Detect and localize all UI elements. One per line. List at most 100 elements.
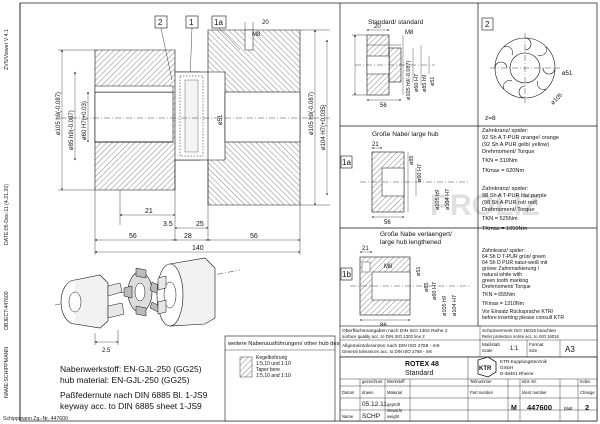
title-block: ROTEX 48 Standard KTR KTR-Kupplungstechn… <box>339 356 598 422</box>
notes-protection-de: Schutzvermerk ISO 16016 beachten <box>482 328 556 333</box>
notes-tolerance-de: Allgemeintoleranzen nach DIN ISO 2768 - … <box>342 343 441 349</box>
col-index: Index <box>580 379 591 384</box>
spider-d51: ø51 <box>562 71 573 77</box>
spider-note-3-line-5: green tooth marking <box>482 278 528 284</box>
notes-surface-en: surface quality acc. to DIN ISO 1302 lin… <box>342 334 425 339</box>
col-partnr: Teilnummer <box>470 379 492 384</box>
large-hub-ext-d104: ø104 H7 <box>452 295 458 316</box>
title-variant: Standard <box>405 370 434 377</box>
col-created-en: drawn <box>362 390 374 395</box>
notes-scale-label: Maßstab <box>482 342 500 347</box>
standard-hub-view: Standard/ standard 20 56 ø105 h9(-0.087)… <box>352 19 436 109</box>
other-hub-small-3: Taper bore <box>256 367 280 373</box>
large-hub-ext-d85: ø85 <box>424 283 430 292</box>
spider-note-2-line-1: 98 Sh A T-PUR lila/ purple <box>482 193 547 199</box>
other-hub-designs-box: weitere Nabenausführungen/ other hub des… <box>224 335 350 422</box>
large-hub-ext-d105: ø105 h9 <box>442 296 448 316</box>
ktr-logo-text: KTR <box>479 366 492 372</box>
notes-format-label: Format <box>529 342 544 347</box>
spider-note-2-line-5: TKmax = 1050Nm <box>482 226 528 232</box>
large-hub-d85: ø85 <box>409 156 415 165</box>
balloon-1-label: 1 <box>189 18 194 27</box>
material-line-4: keyway acc. to DIN 6885 sheet 1-JS9 <box>60 401 202 411</box>
notes-protection-en: Refer protection notice acc. to ISO 1601… <box>482 334 559 339</box>
main-dim-2-5: 25 <box>196 221 204 228</box>
spider-note-3-line-3: grüner Zahnmarkierung / <box>482 266 540 272</box>
col-material-en: Material <box>387 390 402 395</box>
spider-note-2-line-4: TKN = 525Nm <box>482 216 518 222</box>
main-dim-56b: 56 <box>250 233 258 240</box>
notes-scale-value: 1:1 <box>510 346 519 352</box>
notes-format-label-en: Size <box>529 348 538 353</box>
col-partnr-en: Part number <box>470 390 494 395</box>
sidebar-name: NAME:SCHIPPMANN <box>4 347 10 398</box>
other-hub-small-4: 1:5,10 and 1:10 <box>256 373 291 379</box>
large-hub-d104: ø104 H7 <box>445 189 451 210</box>
notes-surface-de: Oberflächenangaben nach DIN ISO 1302 Rei… <box>342 328 448 334</box>
sidebar-date: DATE:05-Dec-11 (4.21.20) <box>4 184 10 245</box>
sidebar-footer: Schippmann Zg.-Nr. 447600 <box>3 416 68 422</box>
sidebar-object: OBJECT:447600 <box>4 291 10 330</box>
balloon-2-label: 2 <box>158 18 163 27</box>
main-dim-d85: ø85 h9(-0.087) <box>69 110 75 150</box>
spider-note-3-line-4: natural white with <box>482 272 522 278</box>
company-line-1: KTR-Kupplungstechnik <box>500 359 548 364</box>
main-dim-20: 20 <box>262 20 269 26</box>
other-hub-small-2: 1:5,10 und 1:10 <box>256 361 291 367</box>
large-hub-balloon: 1a <box>342 158 351 167</box>
spider-note-1-line-3: Drehmoment/ Torque <box>482 149 534 155</box>
material-line-3: Paßfedernute nach DIN 6885 Bl. 1-JS9 <box>60 390 208 400</box>
standard-hub-d85: ø85 h9 <box>422 75 428 92</box>
standard-hub-m8: M8 <box>405 30 414 36</box>
spider-note-3-line-8: TKmax = 1310Nm <box>482 301 524 307</box>
large-hub-ext-d51: ø51 <box>416 267 422 276</box>
notes-table: Oberflächenangaben nach DIN ISO 1302 Rei… <box>339 325 598 358</box>
spider-note-3-line-2: 64 Sh D PUR natur-weiß mit <box>482 260 548 266</box>
main-dim-140: 140 <box>192 245 204 252</box>
spider-note-2-line-3: Drehmoment/ Torque <box>482 207 534 213</box>
notes-tolerance-en: General tolerances acc. to DIN ISO 2768 … <box>342 349 432 354</box>
large-hub-dim-56: 56 <box>384 220 391 226</box>
sheet-label: Blatt <box>564 406 573 411</box>
spider-d105: ø105 <box>550 92 564 106</box>
spider-note-1: Zahnkranz/ spider: 92 Sh A T-PUR orange/… <box>482 128 559 174</box>
spider-note-1-line-4: TKN = 310Nm <box>482 158 518 164</box>
spider-note-3-line-6: Drehmoment/ Torque <box>482 284 531 290</box>
col-drawnr-en: Ident number <box>522 390 547 395</box>
large-hub-ext-m8: M8 <box>384 264 393 270</box>
title-date: 05.12.11 <box>362 401 387 408</box>
weight-label: Gewicht <box>387 408 403 413</box>
spider-note-1-line-1: 92 Sh A T-PUR orange/ orange <box>482 135 559 141</box>
standard-hub-dim-56: 56 <box>380 103 387 109</box>
spider-note-1-line-2: (92 Sh A PUR gelb/ yellow) <box>482 142 549 148</box>
notes-scale-label-en: Scale <box>482 348 493 353</box>
company-line-3: D-48401 Rheine <box>500 371 534 376</box>
large-hub-ext-title-en: large hub lengthened <box>380 239 441 246</box>
large-hub-title: Große Nabe/ large hub <box>372 131 439 138</box>
main-m8-label: M8 <box>252 32 261 38</box>
large-hub-view: Große Nabe/ large hub 1a 21 56 ø85 ø60 H… <box>340 131 470 226</box>
spider-note-3-line-1: 64 Sh D T-PUR grün/ green <box>482 254 546 260</box>
large-hub-d60: ø60 H7 <box>417 164 423 182</box>
main-dim-3-5: 3.5 <box>163 221 173 228</box>
notes-format-value: A3 <box>565 345 575 354</box>
weight-label-en: weight <box>387 414 400 419</box>
watermark: PROLIZ <box>430 189 540 222</box>
title-size-letter: M <box>511 405 517 412</box>
name-label: Name <box>342 414 354 419</box>
col-material: Werkstoff <box>387 379 405 384</box>
title-product: ROTEX 48 <box>405 361 439 368</box>
col-index-en: Change <box>580 390 595 395</box>
spider-note-3-line-10: before inserting please consult KTR <box>482 315 564 321</box>
date-label: Datum <box>342 390 355 395</box>
spider-note-3-line-9: Vor Einsatz Rücksprache KTR/ <box>482 309 554 315</box>
main-dim-d105: ø105 h9(-0.087) <box>56 92 62 135</box>
main-section-view: 2 1 1a M8 ø105 h9(-0.087) ø85 h9(-0.087) <box>56 15 330 255</box>
col-created: gezeichnet <box>362 379 383 384</box>
spider-note-3-line-7: TKN = 655Nm <box>482 292 515 298</box>
isometric-view: 2.5 <box>54 257 241 354</box>
material-line-1: Nabenwerkstoff: EN-GJL-250 (GG25) <box>60 364 202 374</box>
spider-note-1-line-0: Zahnkranz/ spider: <box>482 128 529 134</box>
main-dim-21: 21 <box>145 208 153 215</box>
